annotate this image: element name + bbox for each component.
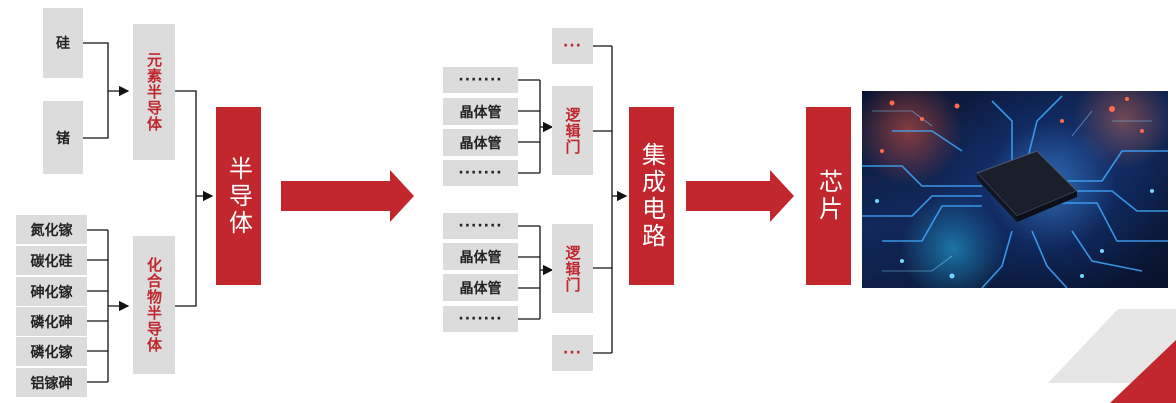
box-elemental-semiconductor: 元素半导体: [133, 24, 175, 160]
box-transistor-upper-2: 晶体管: [443, 129, 518, 156]
box-gui: 硅: [43, 8, 83, 78]
circuit-board-chip-photo: [862, 91, 1168, 288]
corner-gray-shape: [1048, 309, 1176, 383]
box-compound-1: 碳化硅: [16, 246, 87, 275]
box-zhe: 锗: [43, 101, 83, 174]
box-semiconductor: 半导体: [216, 107, 261, 285]
box-dots-upper-bottom: ·······: [443, 160, 518, 186]
box-dots-lower-top: ·······: [443, 213, 518, 239]
box-transistor-lower-1: 晶体管: [443, 243, 518, 270]
box-compound-3: 磷化砷: [16, 307, 87, 336]
box-transistor-upper-1: 晶体管: [443, 98, 518, 125]
corner-red-shape: [1110, 340, 1176, 403]
box-logic-gate-lower: 逻辑门: [552, 224, 593, 313]
box-ellipsis-bottom: ···: [552, 335, 593, 371]
box-dots-upper-top: ·······: [443, 67, 518, 93]
box-compound-5: 铝镓砷: [16, 368, 87, 397]
box-logic-gate-upper: 逻辑门: [552, 86, 593, 175]
box-chip: 芯片: [806, 107, 851, 285]
box-ellipsis-top: ···: [552, 28, 593, 64]
red-arrow-2: [686, 170, 794, 222]
box-compound-4: 磷化镓: [16, 337, 87, 366]
box-compound-0: 氮化镓: [16, 215, 87, 244]
box-integrated-circuit: 集成电路: [629, 107, 674, 285]
box-compound-2: 砷化镓: [16, 277, 87, 306]
red-arrow-1: [281, 170, 414, 222]
box-compound-semiconductor: 化合物半导体: [133, 236, 175, 374]
box-dots-lower-bottom: ·······: [443, 306, 518, 332]
box-transistor-lower-2: 晶体管: [443, 274, 518, 301]
